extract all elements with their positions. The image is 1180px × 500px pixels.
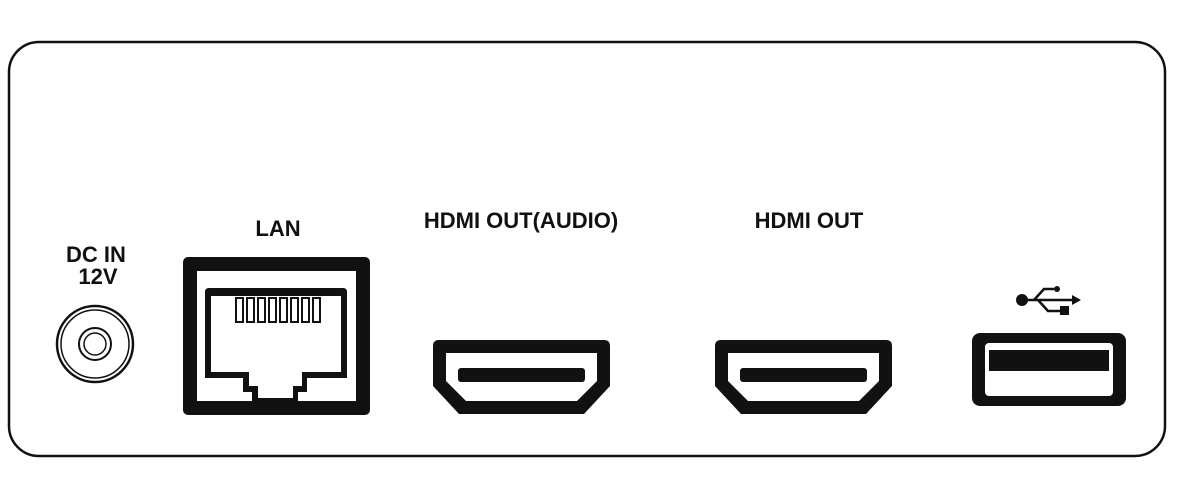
lan-port: LAN xyxy=(183,216,370,415)
lan-label: LAN xyxy=(255,216,300,241)
dc-in-label: DC IN xyxy=(66,242,126,267)
usb-port xyxy=(972,286,1126,406)
rj45-port-icon xyxy=(183,257,370,415)
hdmi-label: HDMI OUT xyxy=(755,208,864,233)
dc-in-port: DC IN 12V xyxy=(55,242,135,384)
usb-symbol-icon xyxy=(1016,286,1081,315)
hdmi-audio-label: HDMI OUT(AUDIO) xyxy=(424,208,618,233)
hdmi-port: HDMI OUT xyxy=(715,208,892,414)
hdmi-audio-port: HDMI OUT(AUDIO) xyxy=(424,208,618,414)
hdmi-port-icon xyxy=(433,340,610,414)
usb-a-port-icon xyxy=(972,333,1126,406)
dc-power-jack-icon xyxy=(55,304,135,384)
hdmi-port-icon xyxy=(715,340,892,414)
dc-voltage-label: 12V xyxy=(78,264,117,289)
